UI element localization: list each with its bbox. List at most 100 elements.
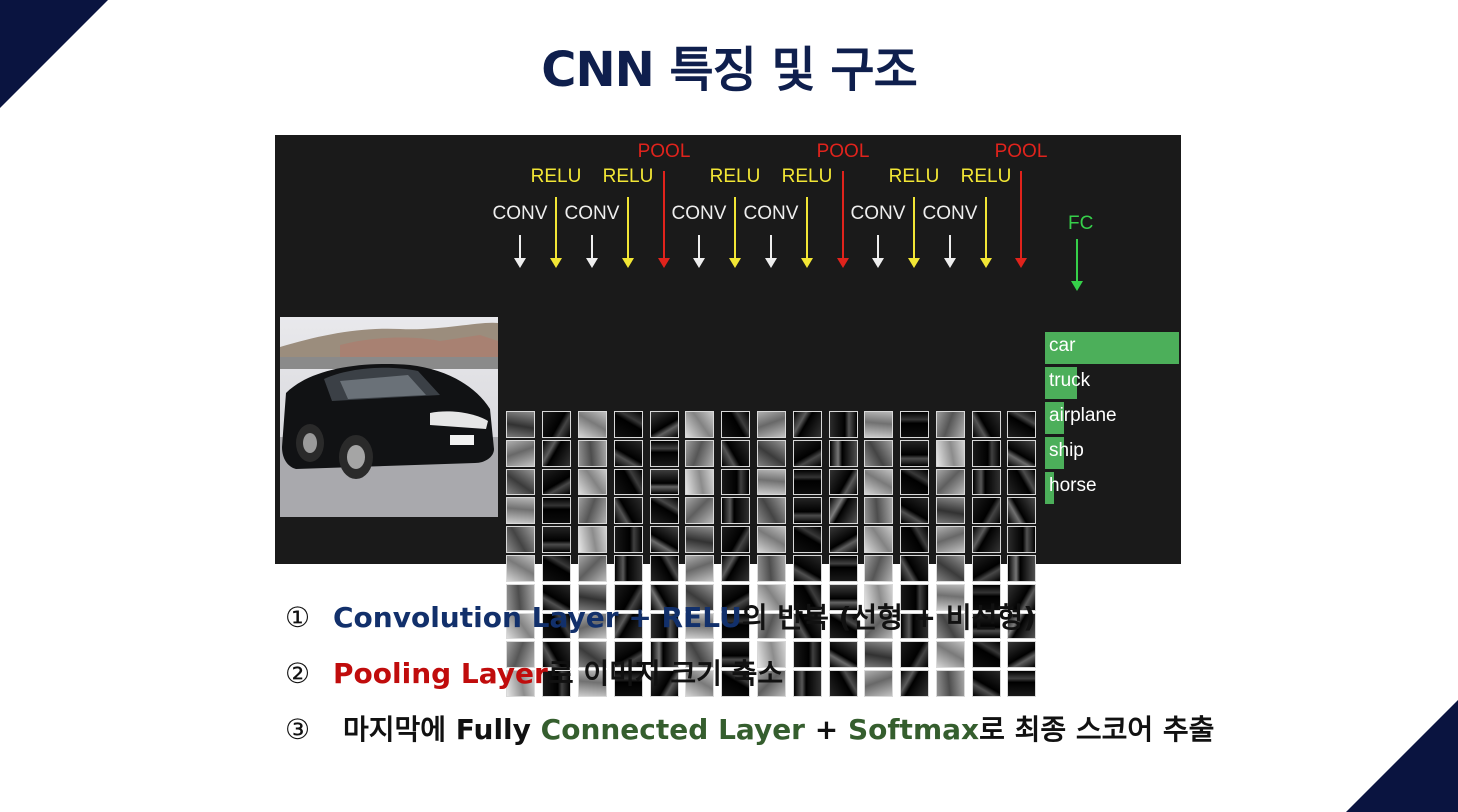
feature-map-cell [900, 641, 929, 669]
feature-map-cell [972, 411, 1001, 438]
class-score-bar [1045, 332, 1179, 364]
feature-map-cell [542, 583, 571, 611]
feature-map-cell [936, 554, 965, 582]
feature-map-column [972, 411, 1001, 697]
feature-map-cell [972, 612, 1001, 640]
layer-arrow [801, 197, 813, 268]
feature-map-cell [578, 526, 607, 553]
feature-map-cell [936, 641, 965, 669]
feature-map-cell [829, 583, 858, 611]
class-label: truck [1049, 370, 1091, 391]
feature-map-cell [1007, 641, 1036, 669]
feature-map-cell [757, 411, 786, 438]
feature-map-cell [685, 641, 714, 669]
fc-arrow [1071, 239, 1083, 291]
feature-map-cell [542, 526, 571, 553]
feature-map-cell [829, 468, 858, 496]
feature-map-cell [972, 526, 1001, 553]
feature-map-cell [829, 612, 858, 640]
bullet-3-description: 로 최종 스코어 추출 [979, 713, 1215, 746]
feature-map-cell [972, 583, 1001, 611]
feature-map-cell [614, 670, 643, 697]
feature-map-column [793, 411, 822, 697]
feature-map-cell [650, 411, 679, 438]
feature-map-cell [936, 497, 965, 525]
feature-map-cell [685, 411, 714, 438]
feature-map-cell [936, 468, 965, 496]
feature-map-cell [650, 583, 679, 611]
feature-map-cell [614, 526, 643, 553]
feature-map-cell [900, 468, 929, 496]
feature-map-cell [542, 439, 571, 467]
feature-map-cell [650, 468, 679, 496]
feature-map-cell [793, 439, 822, 467]
class-score-bar [1045, 402, 1064, 434]
feature-map-cell [650, 526, 679, 553]
bullet-number-1: ① [285, 601, 311, 634]
bullet-3-connected-layer: Connected Layer [540, 713, 805, 746]
feature-map-cell [578, 612, 607, 640]
feature-map-cell [757, 641, 786, 669]
layer-arrow [944, 235, 956, 268]
feature-map-cell [721, 497, 750, 525]
feature-map-cell [1007, 526, 1036, 553]
layer-arrow [729, 197, 741, 268]
feature-map-cell [506, 670, 535, 697]
feature-map-cell [685, 439, 714, 467]
feature-map-column [506, 411, 535, 697]
feature-map-cell [1007, 439, 1036, 467]
feature-map-cell [721, 526, 750, 553]
layer-label: POOL [994, 141, 1048, 162]
feature-map-cell [936, 670, 965, 697]
feature-map-cell [578, 468, 607, 496]
bullet-1-plus: + [618, 601, 662, 634]
feature-map-cell [1007, 411, 1036, 438]
feature-map-cell [721, 612, 750, 640]
feature-map-column [900, 411, 929, 697]
fc-label: FC [1068, 213, 1094, 234]
feature-map-cell [864, 439, 893, 467]
feature-map-column [864, 411, 893, 697]
class-label: car [1049, 335, 1076, 356]
layer-label: CONV [671, 203, 727, 224]
feature-map-cell [793, 411, 822, 438]
layer-arrow [837, 171, 849, 268]
layer-arrow [908, 197, 920, 268]
feature-map-cell [506, 468, 535, 496]
feature-map-cell [542, 641, 571, 669]
feature-map-cell [650, 439, 679, 467]
class-label: ship [1049, 440, 1084, 461]
feature-map-cell [614, 468, 643, 496]
bullet-2-pooling-layer: Pooling Layer [333, 657, 548, 690]
feature-map-cell [972, 670, 1001, 697]
bullet-3-plus: + [805, 713, 848, 746]
feature-map-cell [864, 612, 893, 640]
feature-map-cell [542, 554, 571, 582]
bullet-1-convolution-layer: Convolution Layer [333, 601, 619, 634]
feature-map-cell [614, 612, 643, 640]
class-label: airplane [1049, 405, 1117, 426]
feature-map-column [614, 411, 643, 697]
feature-map-cell [685, 526, 714, 553]
feature-map-cell [542, 497, 571, 525]
feature-map-cell [1007, 554, 1036, 582]
feature-map-cell [578, 583, 607, 611]
feature-map-cell [829, 554, 858, 582]
feature-map-cell [614, 411, 643, 438]
feature-map-cell [864, 468, 893, 496]
feature-map-cell [900, 526, 929, 553]
feature-map-cell [864, 670, 893, 697]
feature-map-column [542, 411, 571, 697]
feature-map-cell [900, 411, 929, 438]
feature-map-cell [721, 554, 750, 582]
feature-map-cell [721, 670, 750, 697]
feature-map-cell [793, 497, 822, 525]
feature-map-cell [578, 439, 607, 467]
feature-map-cell [1007, 497, 1036, 525]
feature-map-cell [936, 583, 965, 611]
layer-label: POOL [816, 141, 870, 162]
layer-label: CONV [564, 203, 620, 224]
layer-arrow [622, 197, 634, 268]
layer-arrow [980, 197, 992, 268]
